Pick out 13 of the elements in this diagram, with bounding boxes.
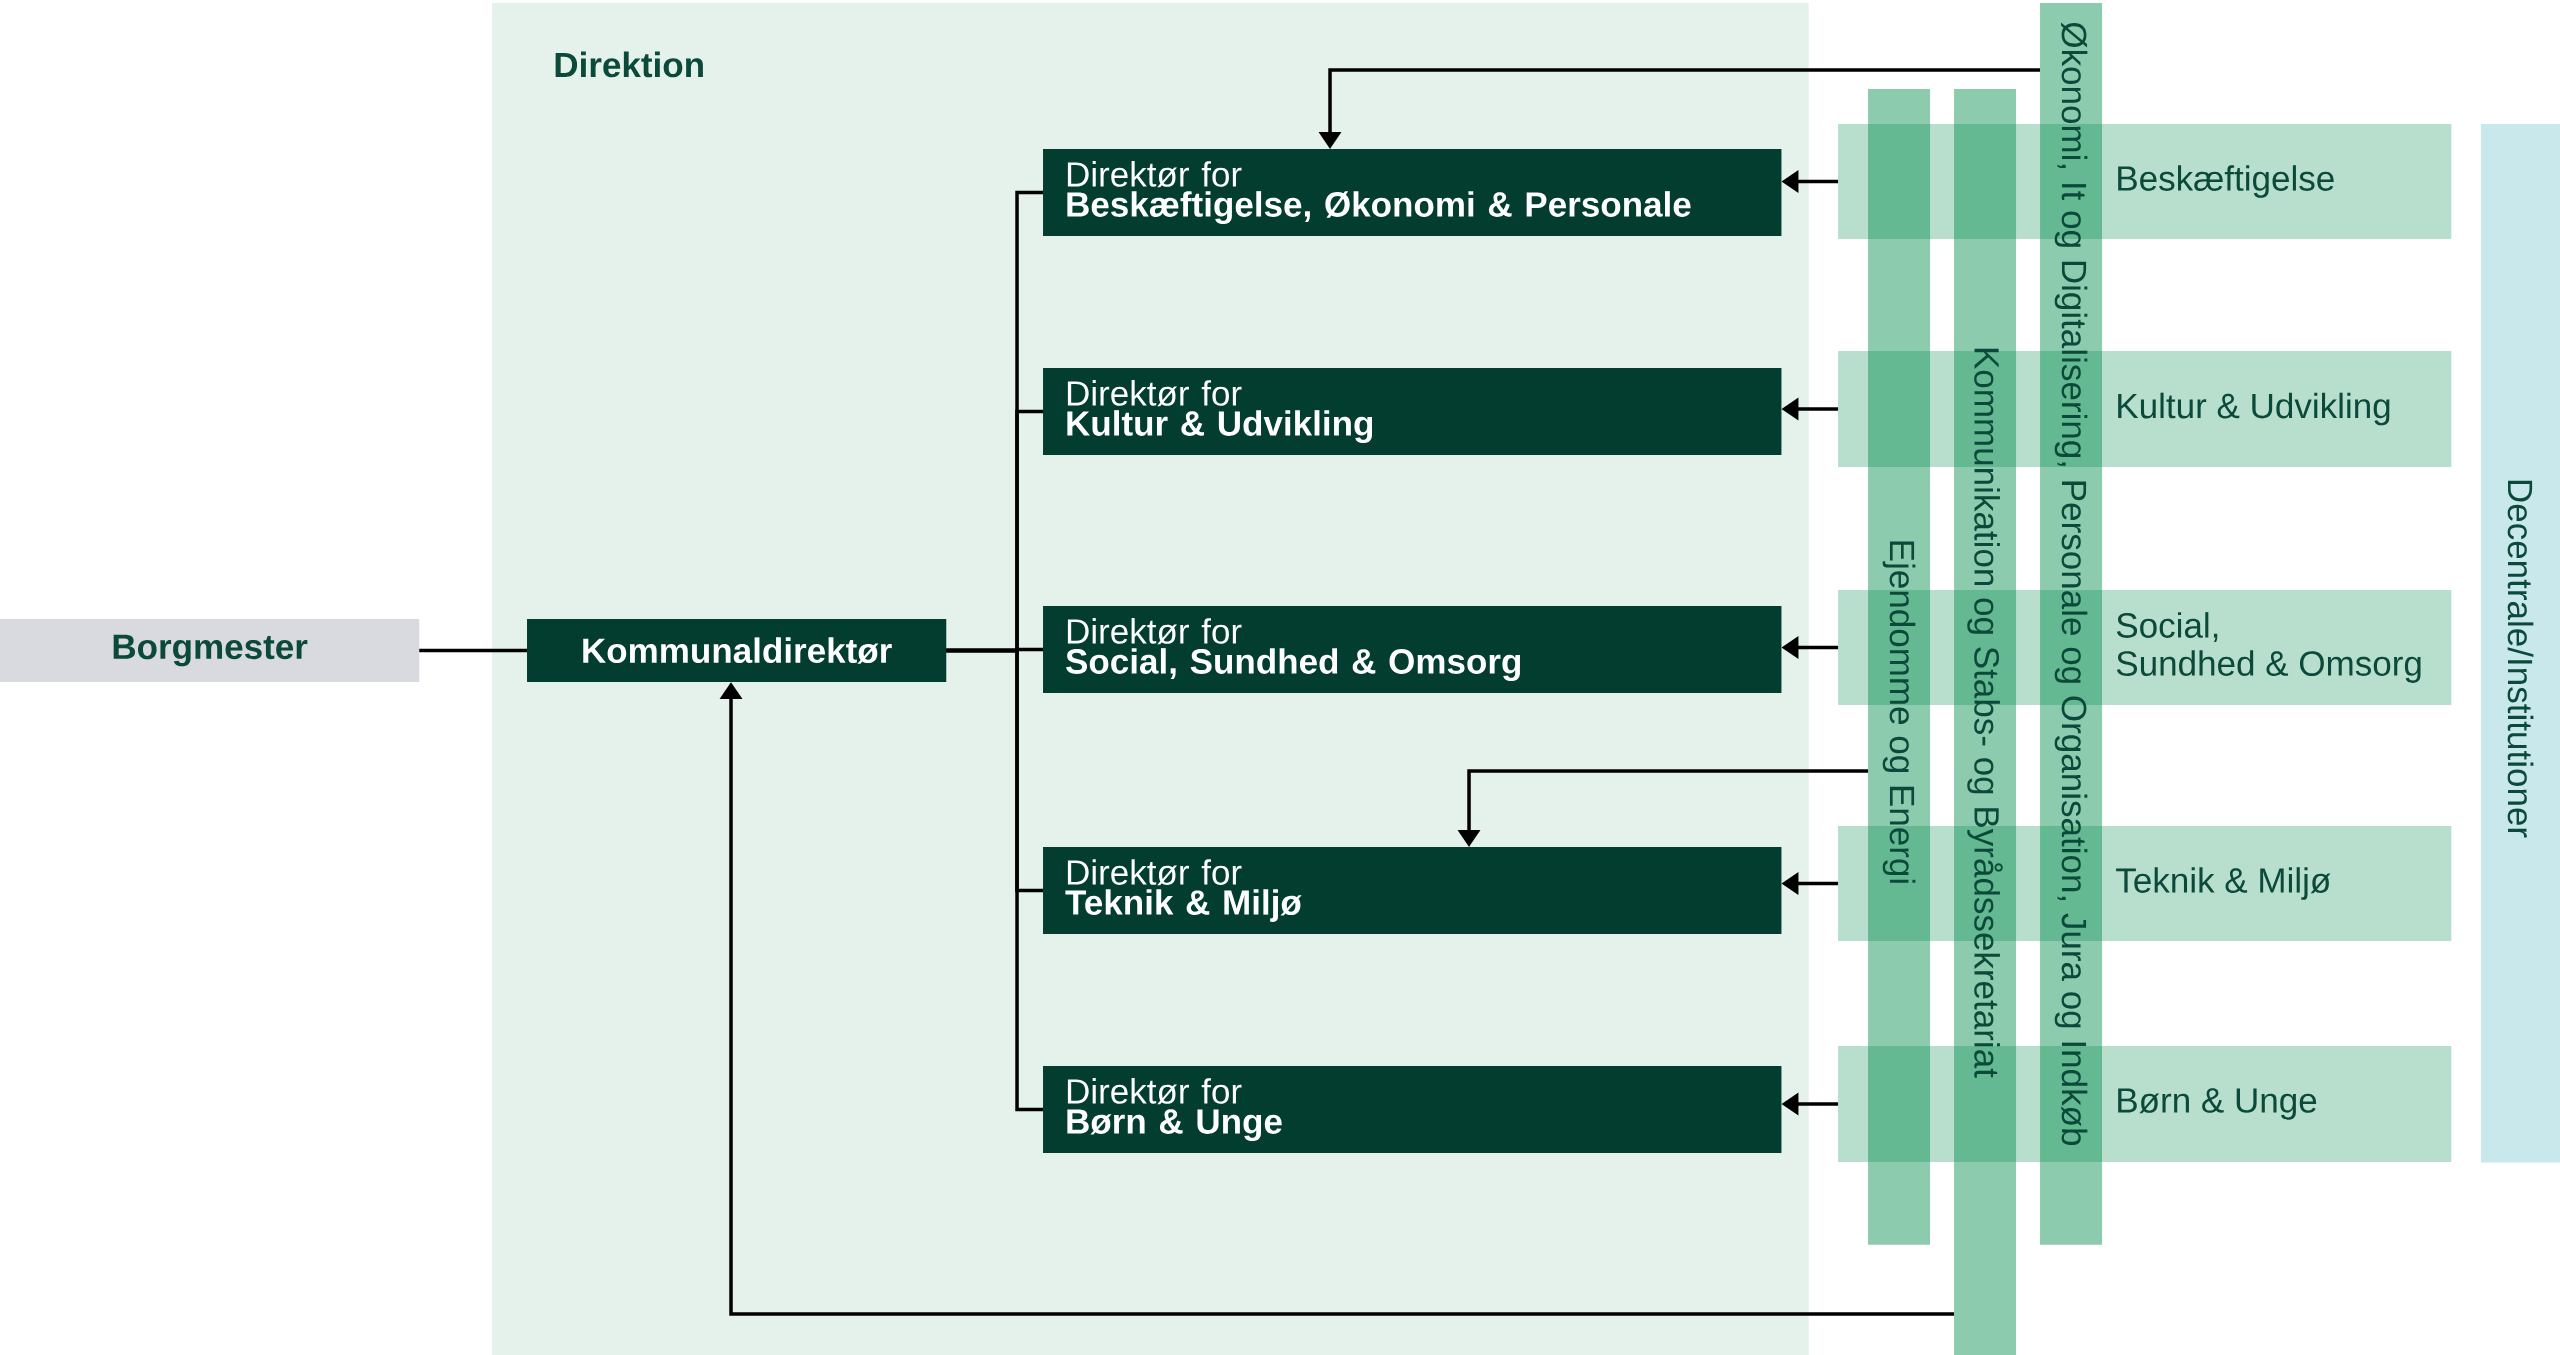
connector-line — [946, 648, 1043, 1112]
director-box: Direktør for Teknik & Miljø — [1043, 847, 1782, 935]
vertical-band: Ejendomme og Energi — [1868, 89, 1931, 1245]
director-box: Direktør for Social, Sundhed & Omsorg — [1043, 606, 1782, 694]
side-band: Decentrale/Institutioner — [2481, 124, 2560, 1163]
vertical-band: Økonomi, It og Digitalisering, Personale og Organisation, Jura og Indkøb — [2040, 3, 2103, 1245]
director-box: Direktør for Børn & Unge — [1043, 1066, 1782, 1154]
vertical-band: Kommunikation og Stabs- og Byrådssekretariat — [1954, 89, 2017, 1355]
director-box: Kommunaldirektør — [527, 619, 947, 683]
director-box: Direktør for Beskæftigelse, Økonomi & Personale — [1043, 149, 1782, 237]
role-box: Borgmester — [0, 619, 420, 683]
director-box: Direktør for Kultur & Udvikling — [1043, 368, 1782, 456]
connector-line — [419, 648, 527, 653]
